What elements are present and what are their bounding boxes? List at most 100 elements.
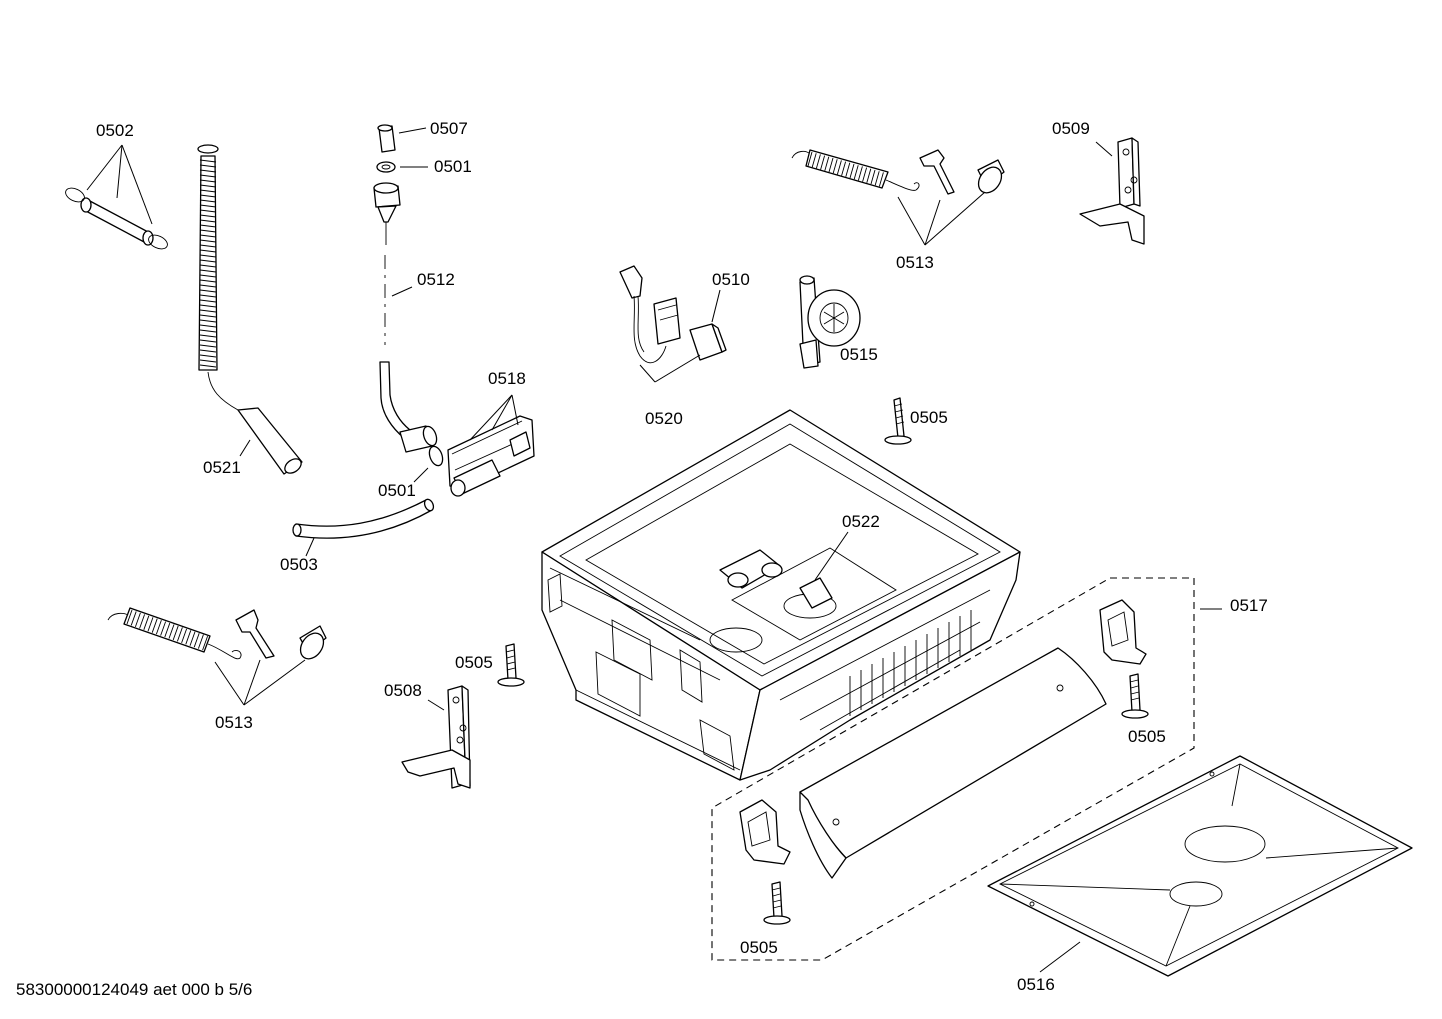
label-0508: 0508 xyxy=(384,681,422,700)
label-0513-lower: 0513 xyxy=(215,713,253,732)
part-0513-spring-set-top xyxy=(791,149,1005,246)
part-0515-pump xyxy=(799,275,861,369)
spring-coil xyxy=(836,160,842,175)
part-0501-washer-lower xyxy=(413,445,444,483)
spring-coil xyxy=(841,161,847,176)
hose-rib xyxy=(199,199,217,203)
label-0520: 0520 xyxy=(645,409,683,428)
spring-coil xyxy=(866,168,872,183)
spring-coil xyxy=(197,634,204,649)
label-0522: 0522 xyxy=(842,512,880,531)
spring-coil xyxy=(849,163,855,179)
label-0505-a: 0505 xyxy=(910,408,948,427)
hose-rib xyxy=(199,174,217,178)
part-0505-screw-c xyxy=(1121,673,1149,719)
spring-coil xyxy=(811,153,817,168)
hose-rib xyxy=(199,214,217,218)
part-0513-spring-set-lower xyxy=(107,607,327,706)
spring-coil xyxy=(147,617,154,632)
hose-rib xyxy=(199,239,217,243)
part-0501-washer-top xyxy=(376,161,428,173)
spring-coil xyxy=(807,151,813,167)
label-0503: 0503 xyxy=(280,555,318,574)
label-0515: 0515 xyxy=(840,345,878,364)
hose-rib xyxy=(199,229,217,233)
spring-coil xyxy=(832,159,838,174)
hose-rib xyxy=(199,264,217,268)
spring-coil xyxy=(820,155,826,170)
hose-rib xyxy=(199,294,217,298)
spring-coil xyxy=(139,614,146,629)
hose-rib xyxy=(199,244,217,248)
part-0508-hinge-bracket xyxy=(401,685,471,789)
label-0502: 0502 xyxy=(96,121,134,140)
hose-rib xyxy=(199,254,217,258)
hose-rib xyxy=(199,344,217,348)
spring-coil xyxy=(193,633,200,648)
hose-rib xyxy=(199,169,217,173)
hose-rib xyxy=(199,219,217,223)
label-0501-lower: 0501 xyxy=(378,481,416,500)
spring-coil xyxy=(176,627,183,642)
hose-rib xyxy=(199,304,217,308)
part-0518-valve xyxy=(447,394,535,497)
hose-rib xyxy=(199,334,217,338)
label-0521: 0521 xyxy=(203,458,241,477)
hose-rib xyxy=(199,234,217,238)
spring-coil xyxy=(870,169,876,185)
hose-rib xyxy=(199,224,217,228)
part-0516-base-plate xyxy=(987,755,1413,977)
spring-coil xyxy=(134,612,141,628)
hose-rib xyxy=(199,339,217,343)
label-0516: 0516 xyxy=(1017,975,1055,994)
hose-rib xyxy=(199,309,217,313)
hose-rib xyxy=(199,249,217,253)
label-0505-c: 0505 xyxy=(1128,727,1166,746)
hose-rib xyxy=(199,204,217,208)
spring-coil xyxy=(824,156,830,171)
hose-rib xyxy=(199,179,217,183)
part-0512-inlet-hose xyxy=(373,182,438,453)
spring-coil xyxy=(164,622,171,638)
spring-coil xyxy=(853,165,859,180)
hose-rib xyxy=(199,209,217,213)
part-0505-screw-a xyxy=(884,397,912,445)
hose-rib xyxy=(199,324,217,328)
hose-rib xyxy=(199,314,217,318)
hose-rib xyxy=(199,349,217,353)
spring-coil xyxy=(168,624,175,639)
part-0521-drain-hose xyxy=(197,144,303,475)
hose-rib xyxy=(199,184,217,188)
spring-coil xyxy=(172,625,179,641)
part-0505-screw-d xyxy=(763,881,791,925)
label-0510: 0510 xyxy=(712,270,750,289)
label-0501-top: 0501 xyxy=(434,157,472,176)
spring-coil xyxy=(126,609,133,625)
spring-coil xyxy=(828,157,834,173)
part-0505-screw-b xyxy=(497,643,525,687)
spring-coil xyxy=(862,167,868,182)
hose-rib xyxy=(199,279,217,283)
spring-coil xyxy=(155,619,162,635)
hose-rib xyxy=(199,274,217,278)
part-0507-cap xyxy=(377,124,427,153)
drawing-reference-number: 58300000124049 aet 000 b 5/6 xyxy=(16,980,253,999)
label-0509: 0509 xyxy=(1052,119,1090,138)
hose-rib xyxy=(199,299,217,303)
spring-coil xyxy=(130,611,137,626)
spring-coil xyxy=(202,635,209,651)
label-0513-top: 0513 xyxy=(896,253,934,272)
spring-coil xyxy=(151,618,158,633)
label-0517: 0517 xyxy=(1230,596,1268,615)
hose-rib xyxy=(199,364,217,368)
hose-rib xyxy=(199,194,217,198)
label-0512: 0512 xyxy=(417,270,455,289)
hose-rib xyxy=(199,284,217,288)
hose-rib xyxy=(199,269,217,273)
spring-coil xyxy=(857,166,863,181)
part-0503-hose xyxy=(292,498,435,557)
part-0520-cable xyxy=(619,265,727,383)
spring-coil xyxy=(878,172,884,187)
label-0507: 0507 xyxy=(430,119,468,138)
